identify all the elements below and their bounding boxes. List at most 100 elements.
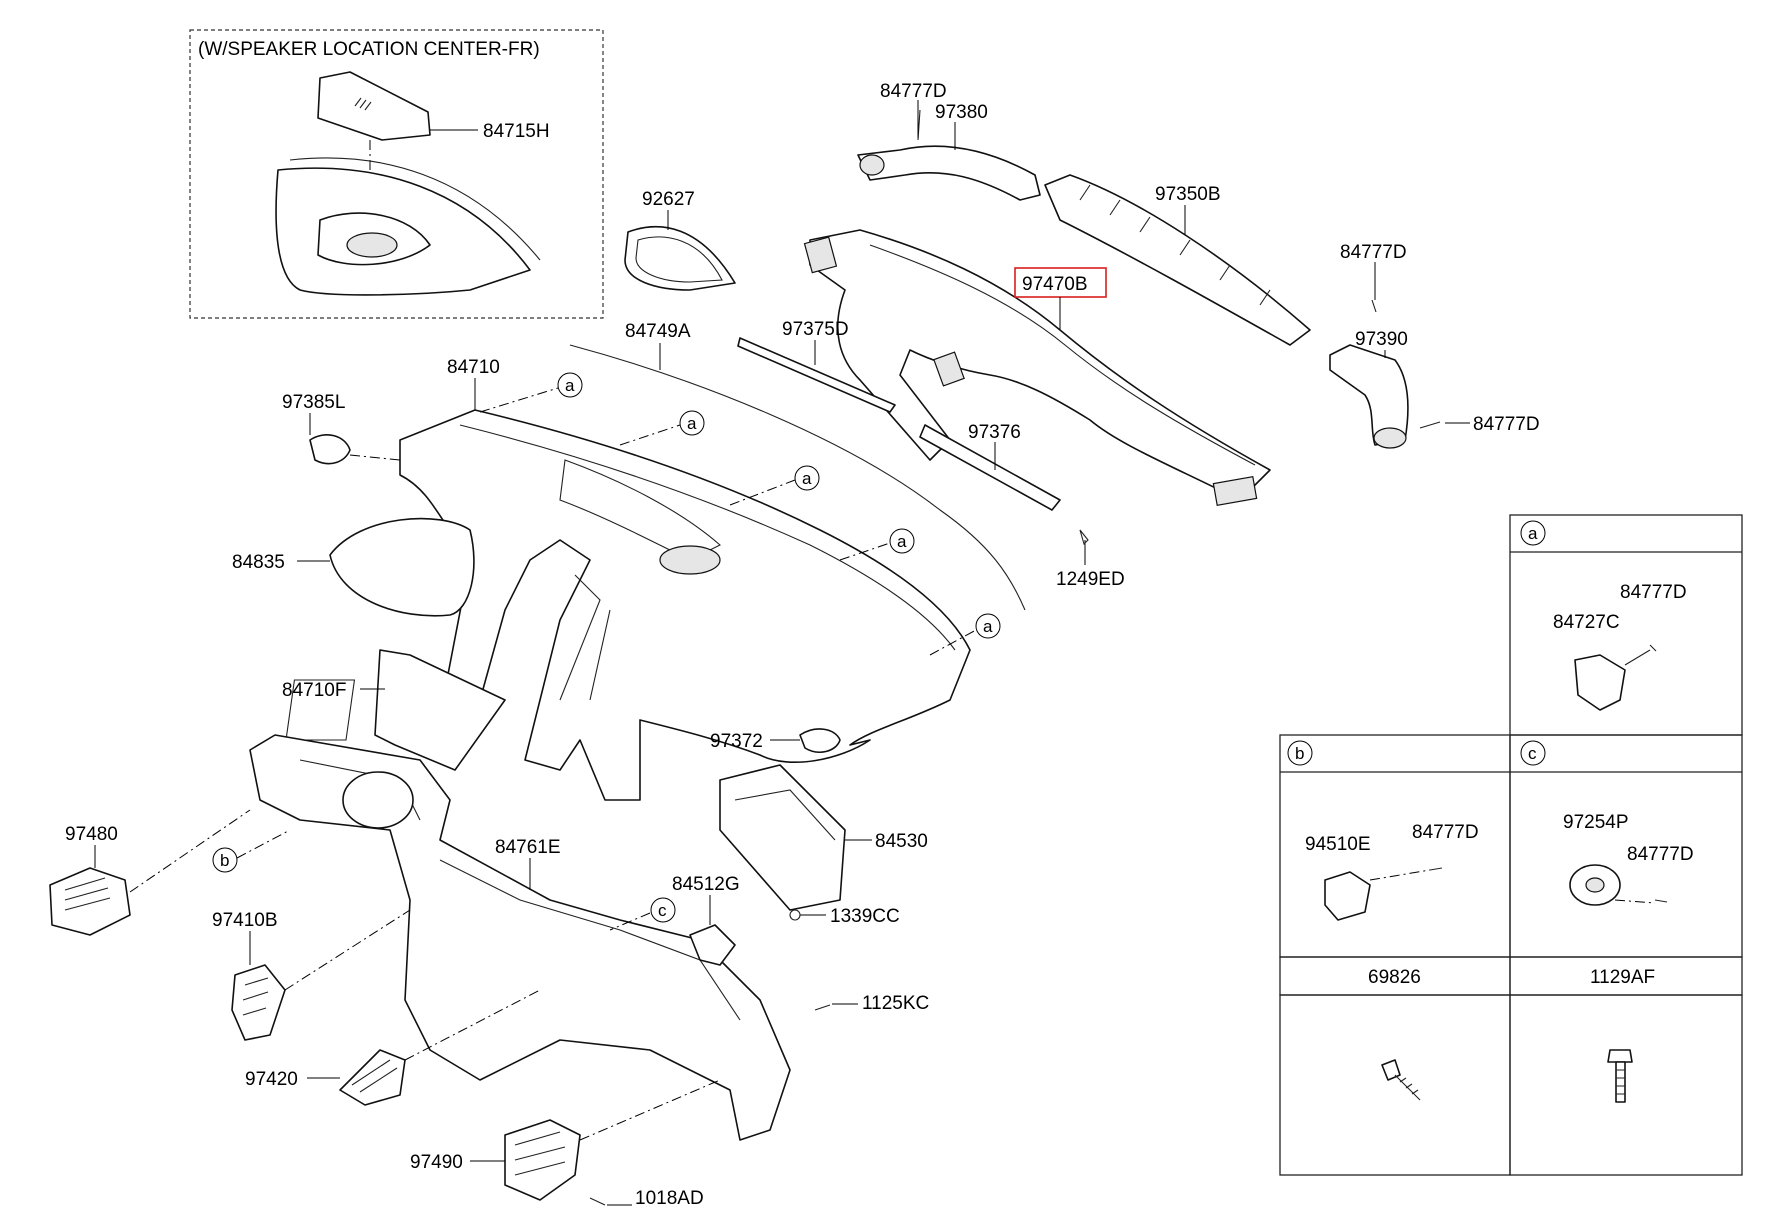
label-97372[interactable]: 97372 bbox=[710, 731, 763, 752]
label-1249ED[interactable]: 1249ED bbox=[1056, 569, 1125, 590]
airbag-84530-drawing bbox=[719, 764, 846, 911]
ref-a-5[interactable] bbox=[975, 613, 1001, 639]
crossbar-84761E-drawing bbox=[249, 734, 791, 1141]
label-table-1129AF[interactable]: 1129AF bbox=[1590, 967, 1655, 988]
ducts-group: 84777D 97380 97350B 92627 97470B 84777D … bbox=[624, 81, 1540, 507]
vent-97410B-slats bbox=[242, 977, 269, 1016]
leader-97420-dash bbox=[404, 989, 541, 1061]
label-84761E[interactable]: 84761E bbox=[495, 837, 561, 858]
screw-69826-thread bbox=[1394, 1074, 1421, 1101]
label-table-84777D-b[interactable]: 84777D bbox=[1412, 822, 1479, 843]
label-84710[interactable]: 84710 bbox=[447, 357, 500, 378]
screw-84777D-c bbox=[1419, 421, 1441, 429]
airbag-84530-edge bbox=[734, 789, 836, 841]
strip-97376 bbox=[919, 424, 1061, 511]
label-84777D-a[interactable]: 84777D bbox=[880, 81, 947, 102]
label-table-97254P[interactable]: 97254P bbox=[1563, 812, 1629, 833]
grille-mark bbox=[354, 97, 372, 111]
label-84749A[interactable]: 84749A bbox=[625, 321, 691, 342]
ref-a-1-line bbox=[479, 387, 559, 413]
duct-97380-drawing bbox=[857, 145, 1041, 201]
screw-84777D-b bbox=[1371, 299, 1377, 313]
ref-c[interactable] bbox=[650, 897, 676, 923]
duct-97350B-ribs bbox=[1079, 184, 1271, 306]
ref-c-line bbox=[609, 912, 651, 931]
label-table-84777D-c[interactable]: 84777D bbox=[1627, 844, 1694, 865]
ref-b-text: b bbox=[220, 851, 229, 870]
bolt-1125KC bbox=[814, 1004, 831, 1011]
label-92627[interactable]: 92627 bbox=[642, 189, 695, 210]
label-97375D[interactable]: 97375D bbox=[782, 319, 849, 340]
vent-97410B-drawing bbox=[231, 964, 286, 1041]
panel-84710F-drawing bbox=[374, 649, 506, 771]
bolt-1129AF-head bbox=[1607, 1049, 1633, 1063]
label-97390[interactable]: 97390 bbox=[1355, 329, 1408, 350]
ref-a-2-line bbox=[619, 424, 681, 446]
label-97420[interactable]: 97420 bbox=[245, 1069, 298, 1090]
dash-speaker bbox=[659, 545, 721, 575]
bracket-84727C-drawing bbox=[1574, 654, 1626, 711]
screw-84777D-a bbox=[1624, 644, 1657, 666]
screw-1249ED bbox=[1079, 529, 1089, 546]
inset-title: (W/SPEAKER LOCATION CENTER-FR) bbox=[198, 39, 540, 60]
bracket-97254P-hole bbox=[1585, 877, 1605, 893]
label-1339CC[interactable]: 1339CC bbox=[830, 906, 900, 927]
label-84835[interactable]: 84835 bbox=[232, 552, 285, 573]
ref-a-3-text: a bbox=[802, 469, 812, 488]
label-table-84777D-a[interactable]: 84777D bbox=[1620, 582, 1687, 603]
bracket-94510E-drawing bbox=[1324, 871, 1371, 921]
ref-b[interactable] bbox=[212, 847, 238, 873]
duct-97390-end bbox=[1373, 427, 1407, 449]
label-84715H[interactable]: 84715H bbox=[483, 121, 550, 142]
ref-b-line bbox=[236, 829, 291, 859]
table-ref-a-text: a bbox=[1528, 524, 1538, 543]
vent-97480-slats bbox=[64, 877, 111, 911]
vent-97420-drawing bbox=[339, 1049, 406, 1106]
ref-a-4[interactable] bbox=[889, 528, 915, 554]
label-97410B[interactable]: 97410B bbox=[212, 910, 278, 931]
vent-97420-slats bbox=[351, 1059, 398, 1093]
ref-a-5-line bbox=[929, 629, 977, 656]
bracket-84512G-drawing bbox=[689, 924, 736, 966]
duct-97470B-outlet-right bbox=[1212, 475, 1258, 507]
ref-a-1-text: a bbox=[565, 376, 575, 395]
legend-table: a 84777D 84727C b c 94510E 84777D 97254P… bbox=[1279, 514, 1743, 1176]
label-1018AD[interactable]: 1018AD bbox=[635, 1188, 704, 1209]
leader-97480-dash bbox=[129, 809, 251, 893]
duct-97470B-outlet-mid bbox=[933, 351, 965, 387]
screw-84777D-table-b bbox=[1429, 867, 1443, 871]
label-84710F[interactable]: 84710F bbox=[282, 680, 346, 701]
speaker-inset: (W/SPEAKER LOCATION CENTER-FR) 84715H bbox=[189, 29, 604, 319]
label-97490[interactable]: 97490 bbox=[410, 1152, 463, 1173]
label-84777D-b[interactable]: 84777D bbox=[1340, 242, 1407, 263]
leader-97385L-dash bbox=[349, 454, 401, 461]
table-b-dash bbox=[1369, 869, 1431, 881]
table-ref-c bbox=[1520, 740, 1546, 766]
ref-a-2[interactable] bbox=[679, 410, 705, 436]
label-97385L[interactable]: 97385L bbox=[282, 392, 345, 413]
duct-97380-end bbox=[859, 154, 885, 176]
ref-a-1[interactable] bbox=[557, 372, 583, 398]
label-84777D-c[interactable]: 84777D bbox=[1473, 414, 1540, 435]
label-97380[interactable]: 97380 bbox=[935, 102, 988, 123]
ref-a-3[interactable] bbox=[794, 465, 820, 491]
trim-92627-drawing bbox=[624, 225, 736, 291]
label-97350B[interactable]: 97350B bbox=[1155, 184, 1221, 205]
table-ref-c-text: c bbox=[1528, 744, 1537, 763]
dash-84710-drawing bbox=[399, 409, 971, 801]
inset-edge bbox=[289, 157, 541, 261]
label-97470B[interactable]: 97470B bbox=[1022, 274, 1088, 295]
label-table-94510E[interactable]: 94510E bbox=[1305, 834, 1371, 855]
label-84512G[interactable]: 84512G bbox=[672, 874, 740, 895]
label-84530[interactable]: 84530 bbox=[875, 831, 928, 852]
inset-speaker bbox=[346, 232, 398, 258]
leader-97490-dash bbox=[579, 1079, 721, 1141]
ref-c-text: c bbox=[658, 901, 667, 920]
label-97480[interactable]: 97480 bbox=[65, 824, 118, 845]
label-1125KC[interactable]: 1125KC bbox=[862, 993, 929, 1014]
label-table-84727C[interactable]: 84727C bbox=[1553, 612, 1620, 633]
table-cell-a bbox=[1509, 514, 1743, 736]
label-table-69826[interactable]: 69826 bbox=[1368, 967, 1421, 988]
label-97376[interactable]: 97376 bbox=[968, 422, 1021, 443]
